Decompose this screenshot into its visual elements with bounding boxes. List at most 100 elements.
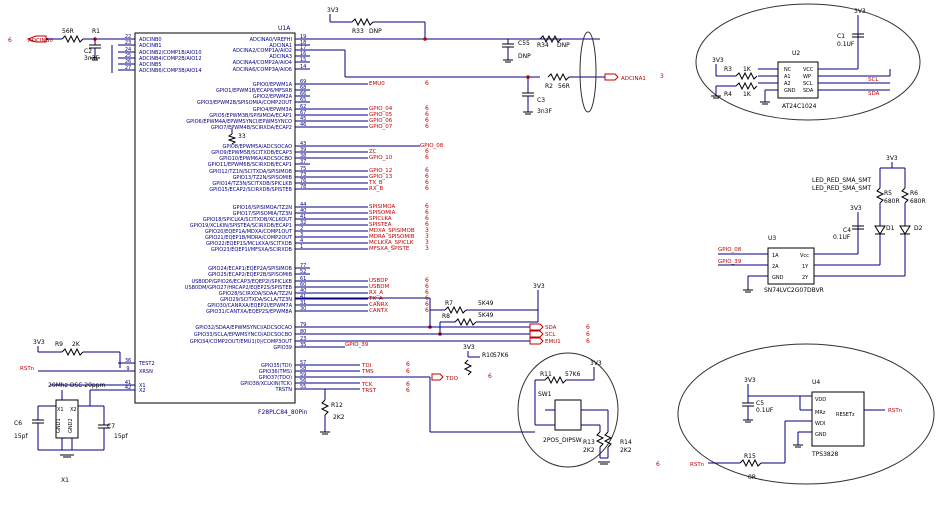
x1-body <box>55 399 79 439</box>
u1-net-label: TX_B <box>368 180 383 186</box>
u1-net-label: USBDM <box>369 284 390 290</box>
u1-net-pageref: 3 <box>425 233 429 240</box>
r15-ref: R15 <box>744 453 756 460</box>
u1-left-pin-name: XRSN <box>139 369 153 375</box>
u1-right-pin-name: GPIO29/SCITXDA/SCLA/TZ3N <box>220 297 292 303</box>
u1-right-pin-name: GPIO31/CANTXA/EQEP2S/EPWM8A <box>206 309 293 315</box>
u1-net-pageref: 6 <box>425 215 429 222</box>
u1-net-pageref: 6 <box>425 307 429 314</box>
r5-val: 680R <box>884 198 900 205</box>
u1-left-pin-name: ADCINB1 <box>139 43 162 49</box>
u1-right-pin-name: GPIO1/EPWM1B/ECAP6/MFSRB <box>216 88 293 94</box>
pageref-tms: 6 <box>406 368 410 375</box>
c6-ref: C6 <box>14 420 22 427</box>
u1-net-pageref: 6 <box>425 295 429 302</box>
u2-ref: U2 <box>792 50 800 57</box>
u1-net-pageref: 6 <box>425 289 429 296</box>
u1-right-pin-name: GPIO16/SPISIMOA/TZ2N <box>233 205 293 211</box>
u1-right-pin-name: GPIO12/TZ1N/SCITXDA/SPISIMOB <box>209 169 292 175</box>
u1-right-pin-num: 41 <box>300 294 306 300</box>
c55-ref: C55 <box>518 40 530 47</box>
u1-net-label: TX_A <box>368 296 383 302</box>
u2-pin-gnd: GND <box>784 88 796 94</box>
x1-ref: X1 <box>61 477 69 484</box>
u1-right-pin-name: USB0DM/GPIO27/HRCAP2/EQEP2S/SPISTEB <box>185 285 293 291</box>
sw1-val: 2POS_DIPSW <box>543 437 582 444</box>
u1-net-label: CANTX <box>369 308 388 314</box>
net-rstn-r15: RSTn <box>690 462 705 468</box>
u1-body <box>134 32 296 404</box>
u4-pin-gnd: GND <box>815 432 827 438</box>
u3-pin-1y: 1Y <box>802 264 809 270</box>
net-tck: TCK <box>361 382 373 388</box>
u1-right-pin-name: GPIO7/EPWM4B/SCIRXDA/ECAP2 <box>211 125 292 131</box>
net-scl: SCL <box>545 332 556 338</box>
r4-val: 1K <box>743 91 752 98</box>
u1-right-pin-num: 23 <box>300 336 306 342</box>
u1-right-pin-num: 75 <box>300 166 306 172</box>
r5-ref: R5 <box>884 190 892 197</box>
u1-net-label: MFSXA_SPISTE <box>369 246 410 252</box>
u1-left-pin-name: X1 <box>139 383 146 389</box>
u1-right-pin-num: 40 <box>300 208 306 214</box>
u1-net-pageref: 6 <box>425 111 429 118</box>
r1-val: 56R <box>62 28 74 35</box>
u1-left-pin-num: 25 <box>125 53 131 59</box>
r6-ref: R6 <box>910 190 918 197</box>
r10-ref: R10 <box>482 352 494 359</box>
u1-net-label: MCLKXA_SPICLK <box>369 240 414 246</box>
u1-right-pin-num: 56 <box>300 378 306 384</box>
u1-left-pin-name: ADCINB5 <box>139 62 162 68</box>
c4-ref: C4 <box>843 227 851 234</box>
u1-right-pin-name: GPIO3/EPWM2B/SPISOMIA/COMP2OUT <box>197 100 293 106</box>
net-adcina1: ADCINA1 <box>621 76 646 82</box>
v33-u2: 3V3 <box>712 57 724 64</box>
u1-right-pin-name: ADCINA1 <box>269 43 292 49</box>
u1-net-label: GPIO_07 <box>369 124 393 130</box>
u1-net-label: MDXA_SPISIMOB <box>369 228 415 234</box>
u1-right-pin-num: 52 <box>300 269 306 275</box>
u1-right-pin-num: 45 <box>300 116 306 122</box>
r10-val: 57K6 <box>493 352 509 359</box>
u1-net-pageref: 6 <box>425 301 429 308</box>
u1-net-label: SPISTEA <box>369 222 392 228</box>
u1-net-label: GPIO_04 <box>369 106 393 112</box>
r13-val: 2K2 <box>583 447 595 454</box>
u1-right-pin-num: 35 <box>300 342 306 348</box>
x1-pin1: X1 <box>57 407 64 413</box>
u1-right-pin-name: GPIO21/EQEP1B/MDRA/COMP2OUT <box>205 235 293 241</box>
u1-right-pin-name: GPIO20/EQEP1A/MDXA/COMP1OUT <box>205 229 293 235</box>
u1-right-pin-name: GPIO5/EPWM3B/SPISIMOA/ECAP1 <box>209 113 292 119</box>
u1-right-pin-name: ADCINA0/VREFHI <box>250 37 292 43</box>
u1-right-pin-num: 78 <box>300 184 306 190</box>
u1-left-pin-name: ADCINB0 <box>139 37 162 43</box>
r12-val: 2K2 <box>333 414 345 421</box>
u1-left-pin-num: 36 <box>125 358 131 364</box>
u1-ref: U1A <box>278 25 291 32</box>
c2-ref: C2 <box>84 48 92 55</box>
r14-val: 2K2 <box>620 447 632 454</box>
u1-right-pin-name: GPIO9/EPWM5B/SCITXDB/ECAP3 <box>211 150 292 156</box>
net-scl-u2: SCL <box>868 77 879 83</box>
u1-net-pageref: 6 <box>425 154 429 161</box>
v33-r11: 3V3 <box>590 360 602 367</box>
net-tdo: TDO <box>445 376 459 382</box>
u2-pin-a1: A1 <box>784 74 791 80</box>
u1-right-pin-num: 16 <box>300 51 306 57</box>
r6-val: 680R <box>910 198 926 205</box>
u1-right-pin-num: 46 <box>300 122 306 128</box>
u1-right-pin-num: 67 <box>300 110 306 116</box>
r34-val: DNP <box>557 42 570 49</box>
u1-net-label: SPISOMIA <box>369 210 396 216</box>
u1-net-pageref: 6 <box>425 185 429 192</box>
u1-right-pin-num: 77 <box>300 263 306 269</box>
r7-ref: R7 <box>445 300 453 307</box>
u1-net-pageref: 6 <box>425 209 429 216</box>
u1-right-pin-name: GPIO13/TZ2N/SPISOMIB <box>233 175 293 181</box>
c3-val: 3n3F <box>537 108 552 115</box>
u1-right-pin-num: 39 <box>300 147 306 153</box>
u1-net-pageref: 3 <box>425 245 429 252</box>
u1-right-pin-name: GPIO2/EPWM2A <box>253 94 293 100</box>
u1-right-pin-num: 41 <box>300 214 306 220</box>
